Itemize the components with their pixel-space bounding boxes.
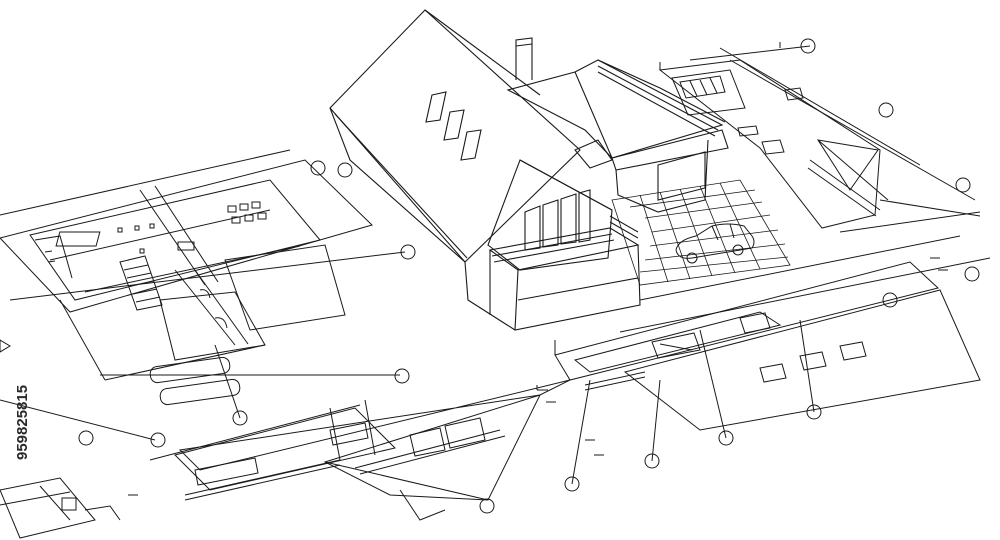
window-icon: [680, 76, 725, 98]
balcony-railing: [490, 216, 638, 270]
car-outline-icon: [149, 357, 240, 406]
elevation-right-top: [660, 42, 980, 232]
car-icon: [676, 224, 754, 263]
floor-plan-left: [0, 150, 405, 440]
elevation-front-bottom: [150, 380, 570, 520]
house-3d: [330, 10, 728, 330]
kitchen-counter-icon: [35, 236, 72, 278]
chimney-icon: [516, 38, 532, 80]
grid-bubbles: [79, 39, 979, 513]
window-icon: [652, 313, 866, 382]
stock-id-text: 959825815: [14, 385, 31, 460]
dimension-ticks: [128, 258, 948, 495]
patio-grid: [612, 180, 790, 285]
stock-id-label: 959825815: [14, 385, 31, 460]
roof-window-icon: [426, 92, 481, 160]
floor-plan-bottom-left: [0, 340, 120, 538]
window-icon: [195, 418, 485, 485]
furniture-icon: [178, 202, 266, 250]
dining-table-icon: [56, 224, 154, 253]
elevation-right-bottom: [555, 236, 990, 484]
gable-window-icon: [525, 190, 590, 250]
